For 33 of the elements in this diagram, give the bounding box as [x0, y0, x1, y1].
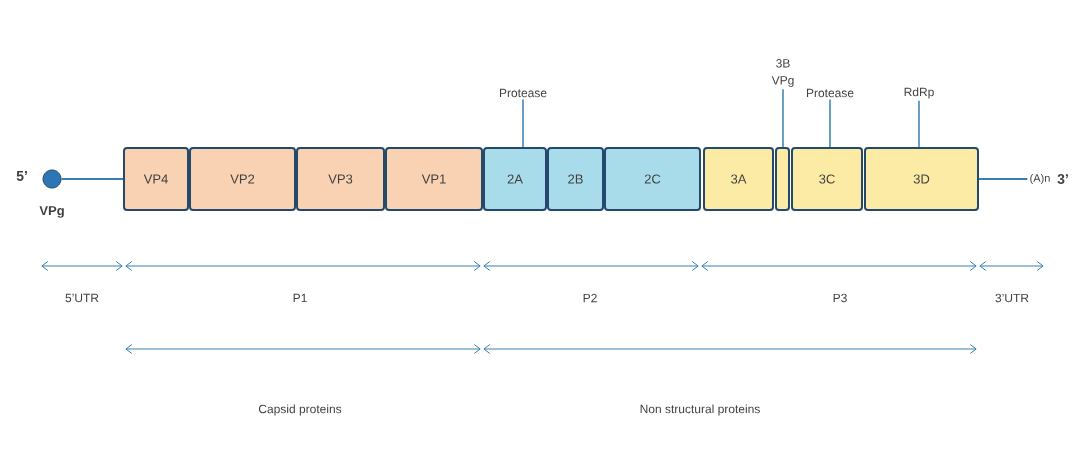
gene-segment-box: 2B — [547, 147, 604, 211]
circle-caption: VPg — [39, 206, 64, 218]
gene-segment-box: 3C — [791, 147, 863, 211]
end-label: 3’ — [1057, 174, 1068, 184]
end-label: 5’ — [16, 171, 27, 181]
gene-segment-box — [775, 147, 790, 211]
leader-label: RdRp — [904, 87, 934, 99]
leader-line — [522, 98, 524, 148]
gene-segment-box: 3D — [864, 147, 979, 211]
protein-group-label: Non structural proteins — [640, 404, 760, 416]
poly-a-tail-label: (A)n — [1030, 173, 1050, 185]
gene-segment-box: 2C — [604, 147, 701, 211]
leader-line — [918, 100, 920, 148]
gene-segment-box: 3A — [703, 147, 774, 211]
leader-label: Protease — [500, 88, 547, 98]
region-label: P2 — [583, 293, 597, 303]
connector-line — [978, 178, 1029, 180]
gene-segment-box: VP3 — [296, 147, 385, 211]
region-label: P3 — [833, 293, 847, 303]
region-label: 3’UTR — [995, 293, 1029, 303]
gene-segment-box: VP2 — [189, 147, 296, 211]
gene-segment-box: 2A — [483, 147, 547, 211]
gene-segment-box: VP4 — [123, 147, 189, 211]
protein-group-label: Capsid proteins — [258, 404, 342, 416]
vpg-circle — [42, 169, 62, 189]
leader-line — [782, 88, 784, 148]
leader-label: 3B VPg — [771, 59, 794, 87]
leader-line — [829, 98, 831, 148]
leader-label: Protease — [806, 88, 854, 98]
connector-line — [60, 178, 124, 180]
gene-segment-box: VP1 — [385, 147, 483, 211]
region-label: 5’UTR — [65, 293, 99, 303]
region-label: P1 — [293, 293, 307, 303]
